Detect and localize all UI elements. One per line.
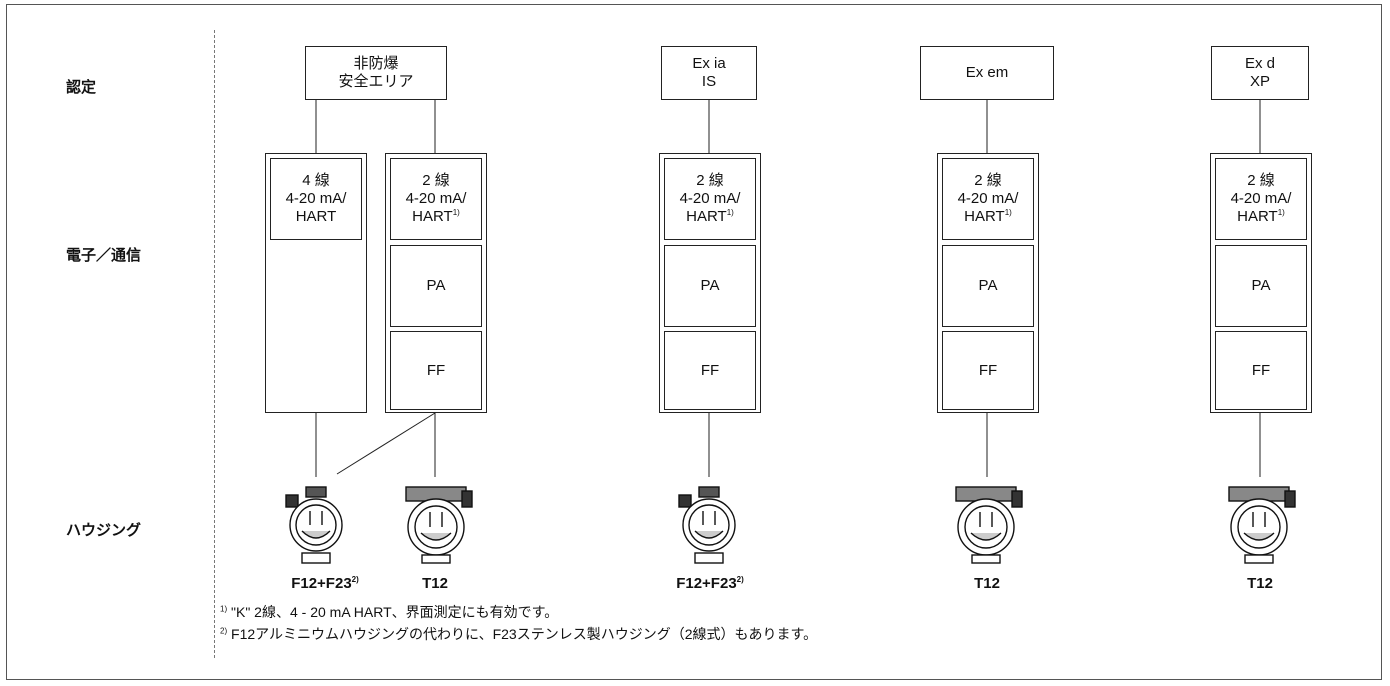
electronics-pa-cell: PA: [390, 245, 482, 327]
approval-non-ex-line1: 非防爆: [353, 55, 399, 72]
approval-ex-ia-line2: IS: [701, 73, 717, 90]
wire-count-label: 4 線: [302, 172, 330, 189]
electronics-ff-cell: FF: [1215, 331, 1307, 410]
housing-f12-illustration: [678, 486, 736, 564]
housing-t12-illustration: [1228, 486, 1296, 564]
housing-t12-illustration: [955, 486, 1023, 564]
row-label-approval: 認定: [66, 79, 97, 96]
electronics-ff-cell: FF: [664, 331, 756, 410]
housing-t12-illustration: [405, 486, 473, 564]
electronics-hart-cell: 2 線 4-20 mA/ HART1): [390, 158, 482, 240]
wire-count-label: 2 線: [422, 172, 450, 189]
label-divider: [214, 30, 215, 658]
electronics-2wire-non-ex-column: 2 線 4-20 mA/ HART1) PA FF: [385, 153, 487, 413]
footnote-ref-1: 1): [452, 208, 460, 217]
approval-ex-em-label: Ex em: [965, 64, 1009, 81]
footnote-ref-1: 1): [726, 208, 734, 217]
wire-count-label: 2 線: [974, 172, 1002, 189]
approval-ex-d-box: Ex d XP: [1211, 46, 1309, 100]
approval-ex-d-line1: Ex d: [1244, 55, 1275, 72]
electronics-pa-cell: PA: [664, 245, 756, 327]
electronics-2wire-ex-ia-column: 2 線 4-20 mA/ HART1) PA FF: [659, 153, 761, 413]
diagram-frame: [6, 4, 1382, 680]
row-label-electronics: 電子／通信: [66, 247, 142, 264]
housing-label-t12: T12: [1247, 575, 1273, 592]
current-label: 4-20 mA/: [957, 190, 1019, 207]
current-label: 4-20 mA/: [405, 190, 467, 207]
row-label-housing: ハウジング: [66, 522, 142, 539]
electronics-pa-cell: PA: [942, 245, 1034, 327]
hart-label: HART: [686, 208, 727, 225]
electronics-hart-cell: 2 線 4-20 mA/ HART1): [664, 158, 756, 240]
electronics-ff-cell: FF: [942, 331, 1034, 410]
housing-f12-illustration: [285, 486, 343, 564]
approval-ex-em-box: Ex em: [920, 46, 1054, 100]
housing-label-t12: T12: [974, 575, 1000, 592]
wire-count-label: 2 線: [696, 172, 724, 189]
approval-non-ex-box: 非防爆 安全エリア: [305, 46, 447, 100]
electronics-ff-cell: FF: [390, 331, 482, 410]
approval-ex-d-line2: XP: [1249, 73, 1270, 90]
housing-label-f12-f23: F12+F232): [291, 575, 359, 592]
electronics-pa-cell: PA: [1215, 245, 1307, 327]
footnote-2: 2) F12アルミニウムハウジングの代わりに、F23ステンレス製ハウジング（2線…: [220, 626, 818, 642]
wire-count-label: 2 線: [1247, 172, 1275, 189]
approval-non-ex-line2: 安全エリア: [338, 73, 414, 90]
housing-label-t12: T12: [422, 575, 448, 592]
electronics-4wire-hart-cell: 4 線 4-20 mA/ HART: [270, 158, 362, 240]
current-label: 4-20 mA/: [285, 190, 347, 207]
approval-ex-ia-line1: Ex ia: [692, 55, 726, 72]
hart-label: HART: [1237, 208, 1278, 225]
electronics-2wire-ex-d-column: 2 線 4-20 mA/ HART1) PA FF: [1210, 153, 1312, 413]
electronics-2wire-ex-em-column: 2 線 4-20 mA/ HART1) PA FF: [937, 153, 1039, 413]
footnote-ref-1: 1): [1004, 208, 1012, 217]
electronics-hart-cell: 2 線 4-20 mA/ HART1): [1215, 158, 1307, 240]
current-label: 4-20 mA/: [679, 190, 741, 207]
footnote-ref-1: 1): [1277, 208, 1285, 217]
hart-label: HART: [412, 208, 453, 225]
footnote-1: 1) "K" 2線、4 - 20 mA HART、界面測定にも有効です。: [220, 604, 559, 620]
approval-ex-ia-box: Ex ia IS: [661, 46, 757, 100]
electronics-4wire-column: 4 線 4-20 mA/ HART: [265, 153, 367, 413]
current-label: 4-20 mA/: [1230, 190, 1292, 207]
electronics-hart-cell: 2 線 4-20 mA/ HART1): [942, 158, 1034, 240]
hart-label: HART: [295, 208, 337, 225]
hart-label: HART: [964, 208, 1005, 225]
housing-label-f12-f23: F12+F232): [676, 575, 744, 592]
